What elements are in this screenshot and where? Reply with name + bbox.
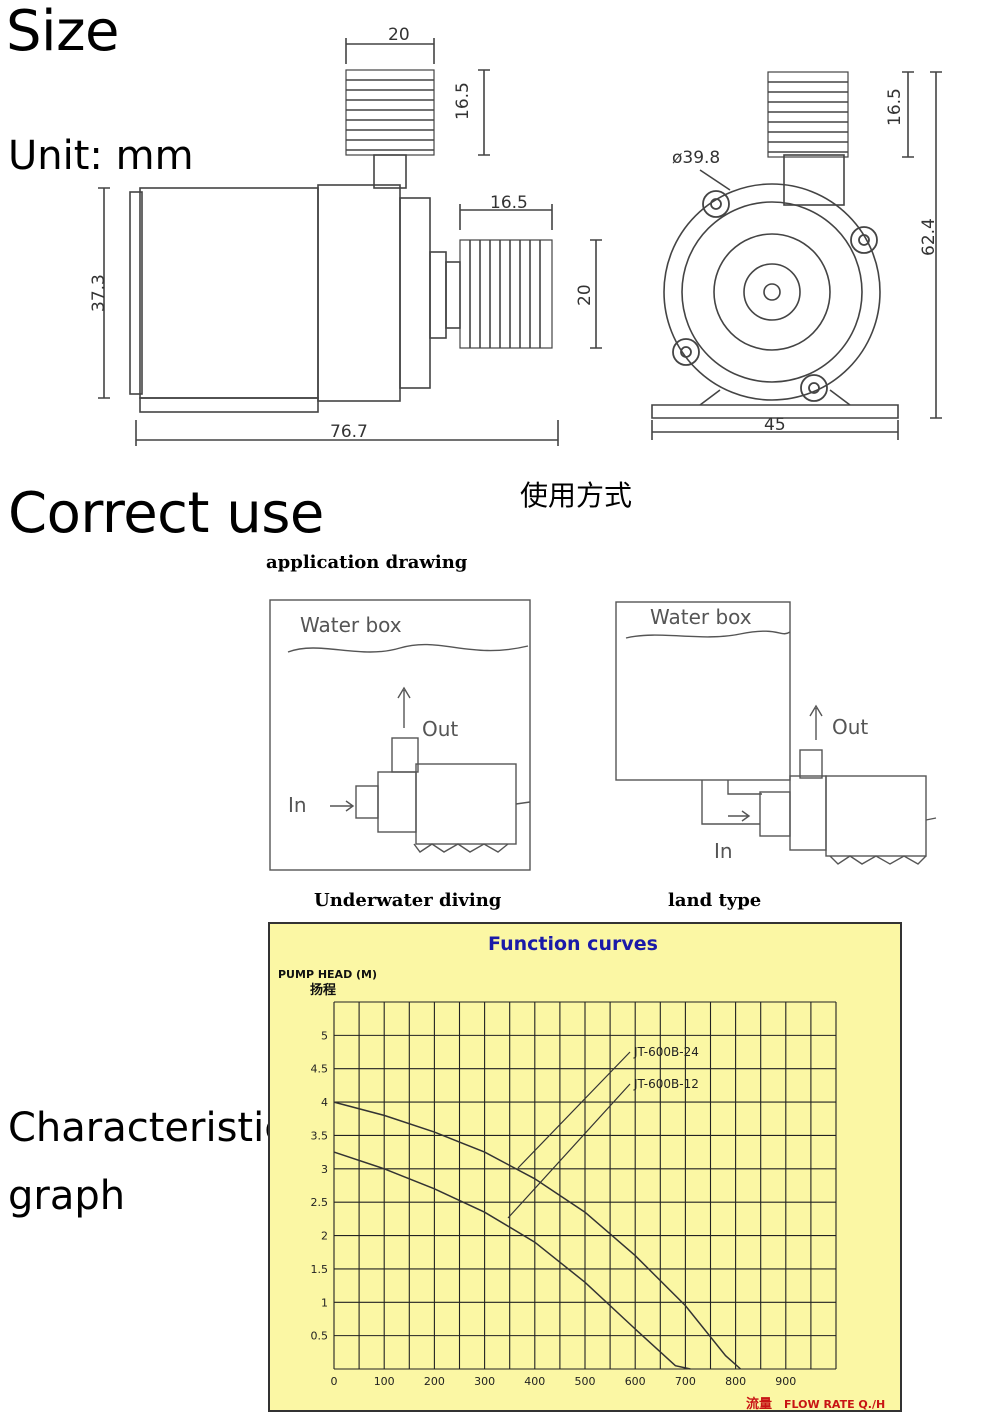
- dim-base-width: 45: [764, 415, 786, 435]
- top-thread: [345, 69, 435, 156]
- left-pump-body: [415, 763, 517, 845]
- y-tick-label: 2.5: [311, 1196, 329, 1209]
- application-caption: application drawing: [266, 552, 468, 573]
- dim-total-length: 76.7: [330, 422, 368, 442]
- dim-top-width: 20: [388, 25, 410, 45]
- base-plate: [139, 397, 319, 413]
- right-in-label: In: [714, 839, 733, 863]
- dim-top-height: 16.5: [453, 82, 473, 120]
- series-leader-1: [517, 1051, 631, 1169]
- left-in-label: In: [288, 793, 307, 817]
- dim-body-height: 37.3: [89, 274, 109, 312]
- series-line-1: [333, 1101, 742, 1370]
- side-thread: [459, 239, 553, 349]
- y-tick-label: 2: [321, 1230, 328, 1243]
- chinese-caption: 使用方式: [520, 479, 633, 512]
- y-axis-label-cn: 扬程: [310, 982, 336, 998]
- y-tick-label: 4: [321, 1096, 328, 1109]
- dim-right-height: 62.4: [919, 218, 939, 256]
- x-tick-label: 500: [575, 1375, 596, 1388]
- land-type-caption: land type: [668, 890, 762, 911]
- y-tick-label: 0.5: [311, 1330, 329, 1343]
- x-tick-label: 800: [725, 1375, 746, 1388]
- series-label-1: JT-600B-24: [633, 1045, 699, 1059]
- y-axis-label: PUMP HEAD (M): [278, 968, 377, 981]
- right-box-label: Water box: [650, 605, 752, 629]
- x-axis-label: FLOW RATE Q./H: [784, 1398, 885, 1411]
- x-tick-label: 300: [474, 1375, 495, 1388]
- graph-label-2: graph: [8, 1173, 126, 1219]
- chart-title: Function curves: [488, 933, 658, 955]
- correct-use-title: Correct use: [8, 481, 324, 546]
- unit-label: Unit: mm: [8, 133, 194, 179]
- application-drawing: Water box Out In Water box Out In: [269, 599, 937, 871]
- y-tick-label: 1.5: [311, 1263, 329, 1276]
- x-tick-label: 600: [625, 1375, 646, 1388]
- dim-right-top: 16.5: [885, 88, 905, 126]
- left-out-label: Out: [422, 717, 458, 741]
- x-axis-label-cn: 流量: [746, 1396, 772, 1412]
- dim-diameter: ø39.8: [672, 148, 720, 168]
- series-line-2: [333, 1151, 691, 1370]
- x-tick-label: 400: [524, 1375, 545, 1388]
- right-pump-body: [825, 775, 927, 857]
- x-tick-label: 900: [775, 1375, 796, 1388]
- pump-front-disc: [663, 183, 881, 401]
- series-leader-2: [507, 1083, 631, 1219]
- x-tick-label: 700: [675, 1375, 696, 1388]
- pump-housing: [317, 184, 401, 402]
- y-tick-label: 4.5: [311, 1063, 329, 1076]
- size-title: Size: [6, 0, 119, 64]
- y-tick-label: 3.5: [311, 1129, 329, 1142]
- underwater-caption: Underwater diving: [314, 890, 502, 911]
- dimension-drawing: 20 16.5 16.5 20 37.3 76.7 ø39.8 16.5 62.…: [89, 25, 942, 446]
- right-water-box: [615, 601, 791, 781]
- graph-label-1: Characteristic: [8, 1105, 287, 1151]
- y-tick-label: 1: [321, 1296, 328, 1309]
- y-tick-label: 5: [321, 1029, 328, 1042]
- left-box-label: Water box: [300, 613, 402, 637]
- right-thread: [767, 71, 849, 158]
- left-water-box: [269, 599, 531, 871]
- right-out-label: Out: [832, 715, 868, 739]
- x-tick-label: 0: [331, 1375, 338, 1388]
- x-tick-label: 100: [374, 1375, 395, 1388]
- series-label-2: JT-600B-12: [633, 1077, 699, 1091]
- dim-outlet-dia: 20: [575, 284, 595, 306]
- x-tick-label: 200: [424, 1375, 445, 1388]
- motor-body: [139, 187, 319, 399]
- y-tick-label: 3: [321, 1163, 328, 1176]
- dim-outlet-length: 16.5: [490, 193, 528, 213]
